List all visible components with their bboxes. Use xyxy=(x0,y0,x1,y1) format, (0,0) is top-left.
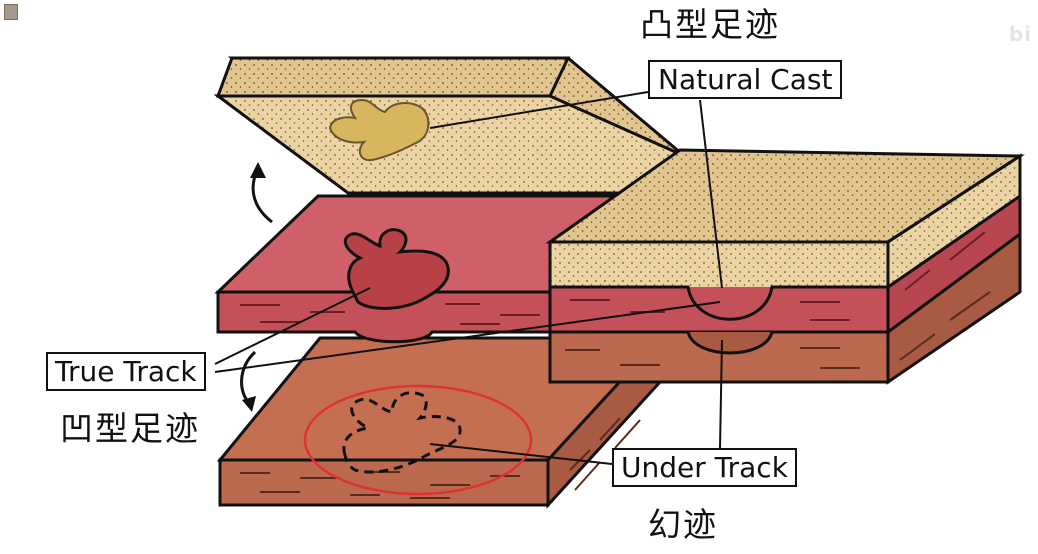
true-track-label: True Track xyxy=(46,352,206,391)
separate-arrow xyxy=(240,350,257,406)
true-track-footprint xyxy=(343,228,450,310)
lift-arrowhead xyxy=(250,162,266,178)
true-track-chinese-label: 凹型足迹 xyxy=(60,409,200,448)
under-track-chinese-label: 幻迹 xyxy=(648,505,718,544)
under-track-footprint xyxy=(342,391,462,474)
natural-cast-label: Natural Cast xyxy=(648,60,843,99)
separate-arrowhead xyxy=(242,396,256,412)
app-corner-icon xyxy=(4,4,18,20)
true-track-layer xyxy=(214,194,615,344)
watermark: bi xyxy=(1008,22,1032,46)
natural-cast-footprint xyxy=(328,98,430,162)
under-track-highlight-circle xyxy=(303,384,533,496)
leader-lines xyxy=(214,91,723,465)
natural-cast-chinese-label: 凸型足迹 xyxy=(640,5,780,44)
right-block xyxy=(545,148,1025,385)
under-track-label: Under Track xyxy=(612,448,797,487)
